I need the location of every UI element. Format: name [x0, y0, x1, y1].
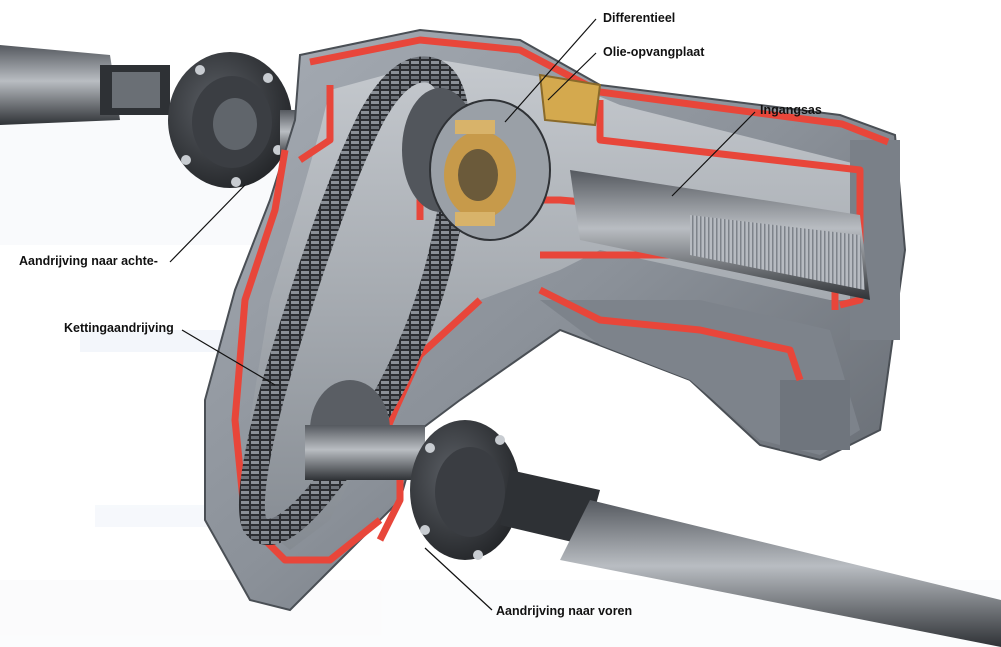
leader-input-shaft — [671, 111, 756, 197]
label-rear-drive: Aandrijving naar achte- — [19, 254, 158, 268]
oil-collector-plate — [538, 73, 602, 127]
label-front-drive: Aandrijving naar voren — [496, 604, 633, 618]
leader-differential — [504, 18, 597, 123]
leader-chain-drive — [181, 329, 276, 386]
label-chain-drive: Kettingaandrijving — [64, 321, 174, 335]
label-input-shaft: Ingangsas — [760, 103, 822, 117]
differential — [429, 99, 551, 241]
label-differential: Differentieel — [603, 11, 676, 25]
section-cut — [231, 36, 890, 564]
leader-front-drive — [424, 547, 493, 611]
front-drive-shaft — [305, 420, 1001, 647]
input-shaft — [570, 170, 870, 300]
leader-rear-drive — [169, 184, 246, 263]
leader-lines — [169, 18, 756, 611]
leader-oil-plate — [547, 52, 597, 101]
label-oil-collector-plate: Olie-opvangplaat — [603, 45, 705, 59]
